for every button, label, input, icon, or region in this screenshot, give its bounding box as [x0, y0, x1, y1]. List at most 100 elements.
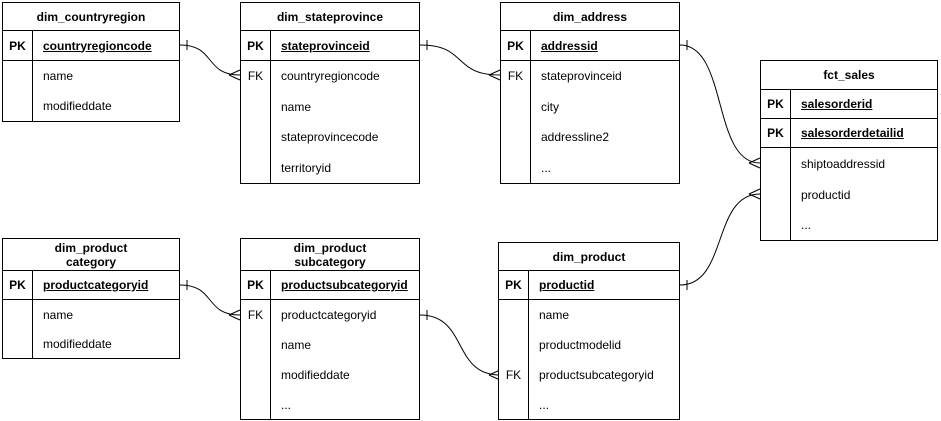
attribute-row-[interactable]: ...: [499, 390, 679, 419]
attribute-row-name[interactable]: name: [3, 300, 179, 329]
relationship-stateprovince-to-address: [419, 40, 501, 81]
attribute-name: name: [539, 308, 570, 322]
entity-title: dim_address: [501, 3, 679, 31]
relationship-countryregion-to-stateprovince: [179, 40, 241, 81]
entity-title: fct_sales: [761, 61, 937, 90]
key-label: [499, 390, 529, 419]
key-label: PK: [761, 90, 791, 118]
key-label: [3, 91, 33, 121]
entity-title-line: fct_sales: [823, 68, 875, 82]
attribute-row-name[interactable]: name: [499, 300, 679, 330]
attribute-name: addressid: [541, 38, 598, 53]
attribute-name: productmodelid: [539, 338, 622, 352]
attribute-name: stateprovincecode: [281, 130, 379, 144]
attribute-row-addressline2[interactable]: addressline2: [501, 122, 679, 152]
attribute-name: name: [281, 99, 312, 114]
attribute-row-productcategoryid[interactable]: PK productcategoryid: [3, 271, 179, 300]
attribute-row-[interactable]: ...: [761, 210, 937, 240]
key-label: FK: [501, 61, 531, 91]
attribute-row-territoryid[interactable]: territoryid: [241, 152, 419, 183]
attribute-row-name[interactable]: name: [241, 330, 419, 360]
attribute-name: countryregioncode: [281, 69, 380, 83]
attribute-name: ...: [281, 397, 292, 412]
key-label: PK: [3, 271, 33, 299]
key-label: [499, 300, 529, 330]
attribute-row-name[interactable]: name: [241, 91, 419, 122]
attribute-row-addressid[interactable]: PK addressid: [501, 31, 679, 61]
cardinality-many-marker: [488, 69, 501, 81]
entity-title-line: dim_product: [54, 240, 128, 255]
attribute-name: salesorderdetailid: [801, 126, 904, 140]
attribute-name: stateprovinceid: [281, 38, 370, 53]
attribute-name: modifieddate: [281, 368, 350, 382]
attribute-row-name[interactable]: name: [3, 61, 179, 91]
attribute-name: addressline2: [541, 130, 610, 144]
relationship-line: [419, 44, 501, 76]
relationship-productsubcategory-to-product: [419, 310, 501, 381]
relationship-address-to-fctsales: [679, 40, 761, 169]
key-label: [3, 329, 33, 358]
key-label: [761, 148, 791, 179]
attribute-name: salesorderid: [801, 97, 873, 111]
key-label: PK: [241, 271, 271, 299]
cardinality-many-marker: [748, 188, 761, 200]
attribute-row-stateprovincecode[interactable]: stateprovincecode: [241, 122, 419, 152]
attribute-row-modifieddate[interactable]: modifieddate: [241, 360, 419, 390]
key-label: [241, 390, 271, 419]
attribute-name: countryregioncode: [43, 38, 152, 53]
key-label: [501, 152, 531, 183]
attribute-name: stateprovinceid: [541, 69, 622, 83]
key-label: PK: [501, 31, 531, 60]
attribute-name: productcategoryid: [43, 278, 149, 292]
attribute-name: productid: [539, 278, 595, 292]
attribute-name: ...: [539, 397, 550, 412]
entity-title-line: dim_address: [552, 9, 628, 24]
attribute-row-stateprovinceid[interactable]: FK stateprovinceid: [501, 61, 679, 91]
attribute-name: name: [43, 307, 74, 322]
attribute-row-modifieddate[interactable]: modifieddate: [3, 91, 179, 121]
attribute-row-[interactable]: ...: [501, 152, 679, 183]
key-label: FK: [499, 360, 529, 390]
attribute-row-productmodelid[interactable]: productmodelid: [499, 330, 679, 360]
attribute-row-salesorderid[interactable]: PK salesorderid: [761, 90, 937, 119]
attribute-name: productcategoryid: [281, 308, 377, 322]
attribute-row-productid[interactable]: productid: [761, 179, 937, 210]
cardinality-many-marker: [228, 309, 241, 321]
relationship-line: [419, 314, 501, 376]
attribute-name: name: [43, 69, 74, 83]
attribute-name: name: [281, 338, 312, 352]
attribute-row-city[interactable]: city: [501, 91, 679, 122]
key-label: [241, 122, 271, 152]
attribute-name: ...: [541, 160, 552, 175]
attribute-row-modifieddate[interactable]: modifieddate: [3, 329, 179, 358]
key-label: [241, 330, 271, 360]
attribute-row-productsubcategoryid[interactable]: FK productsubcategoryid: [499, 360, 679, 390]
key-label: PK: [241, 31, 271, 60]
key-label: [3, 61, 33, 91]
attribute-name: productsubcategoryid: [539, 368, 654, 382]
entity-title: dim_stateprovince: [241, 3, 419, 31]
cardinality-many-marker: [748, 157, 761, 169]
attribute-row-[interactable]: ...: [241, 390, 419, 419]
attribute-row-shiptoaddressid[interactable]: shiptoaddressid: [761, 148, 937, 179]
key-label: [241, 360, 271, 390]
attribute-row-stateprovinceid[interactable]: PK stateprovinceid: [241, 31, 419, 61]
relationship-line: [179, 44, 241, 76]
entity-title-line: subcategory: [294, 254, 366, 269]
key-label: [241, 91, 271, 122]
attribute-name: shiptoaddressid: [801, 156, 886, 171]
